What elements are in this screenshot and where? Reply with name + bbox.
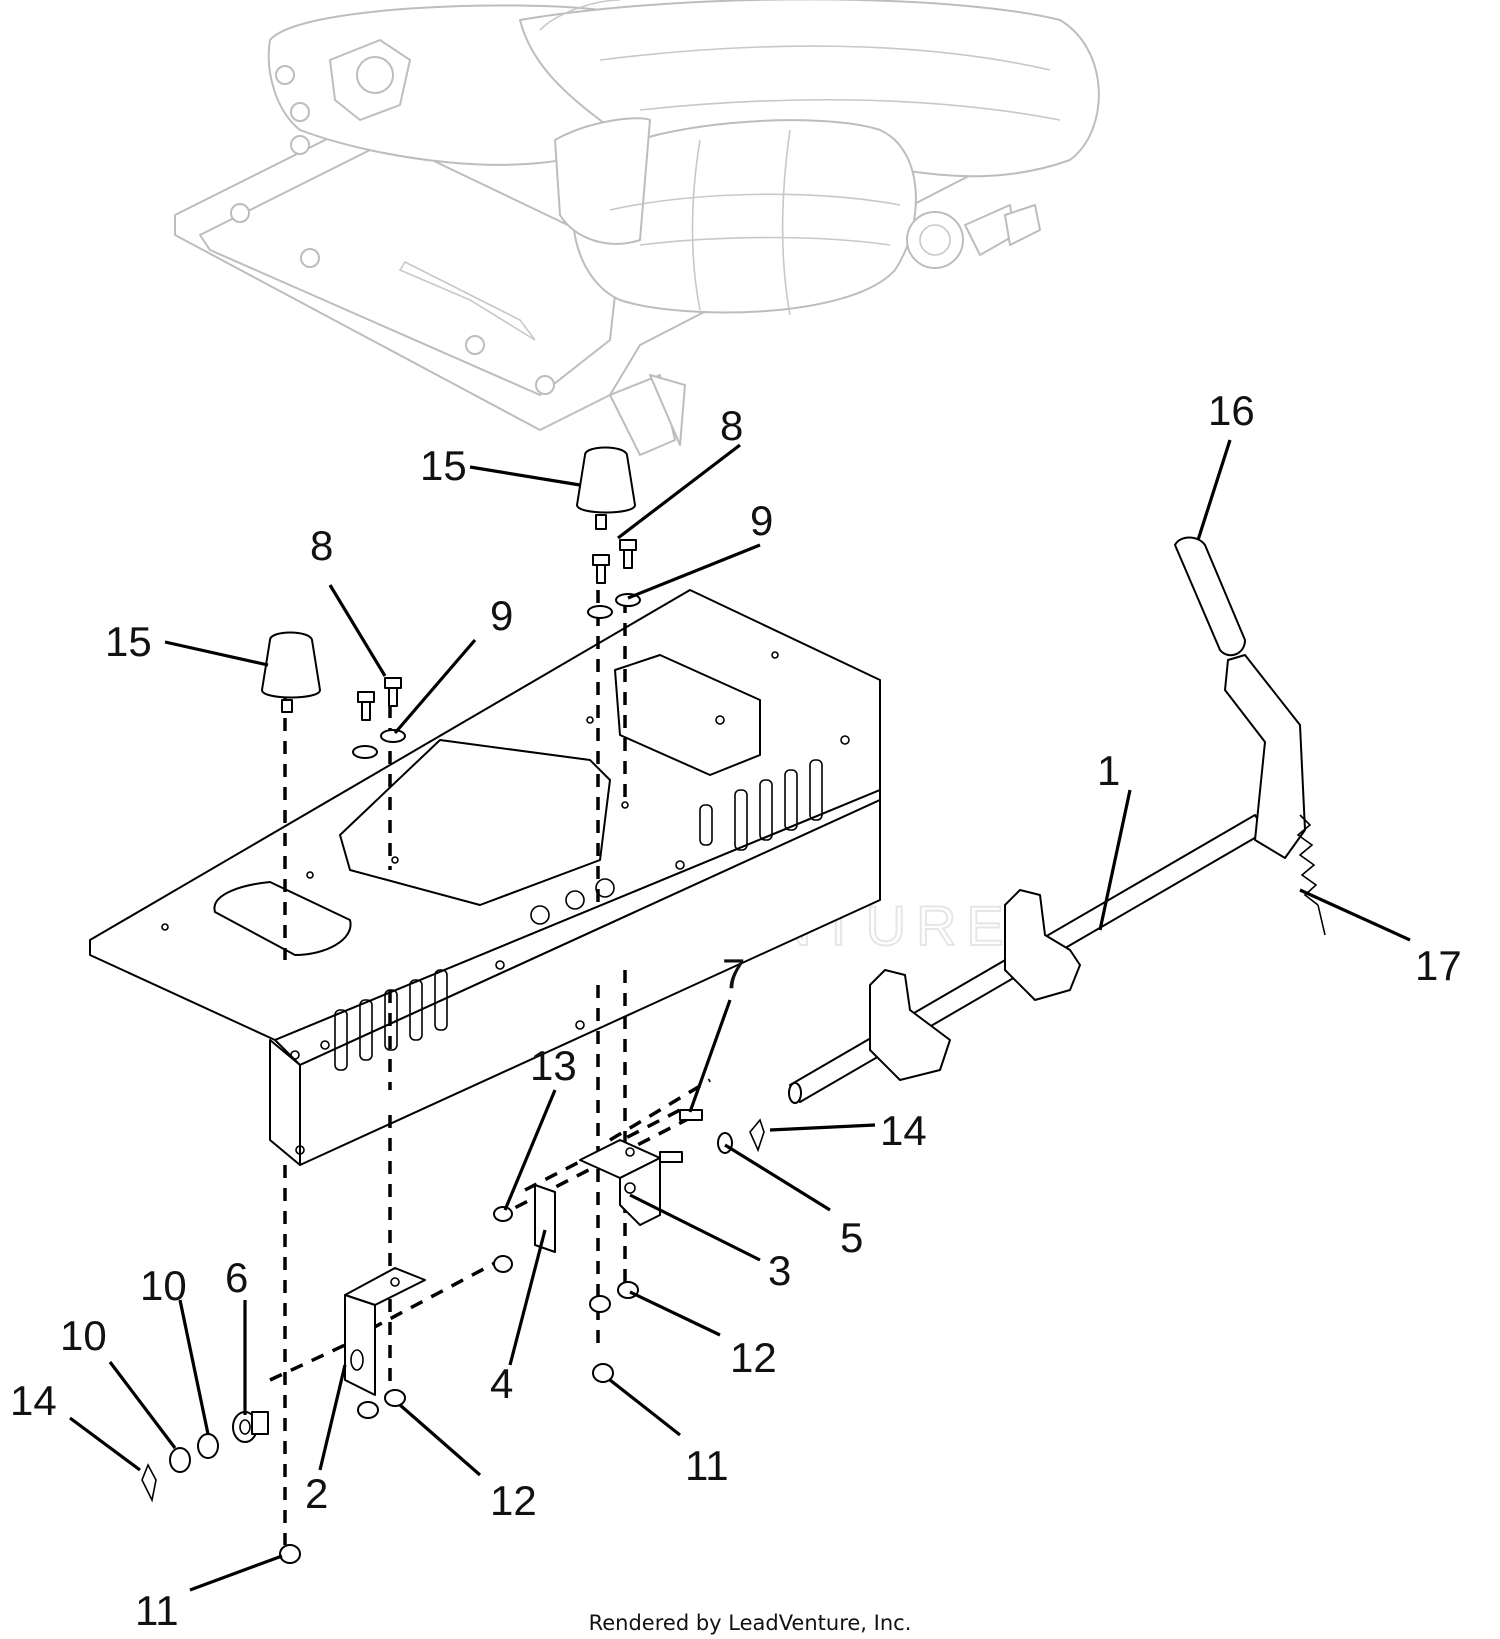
callout-6: 6 xyxy=(225,1254,248,1301)
callout-2: 2 xyxy=(305,1470,328,1517)
callout-13: 13 xyxy=(530,1042,577,1089)
callout-10-lower: 10 xyxy=(60,1312,107,1359)
callout-17: 17 xyxy=(1415,942,1462,989)
callout-8-right: 8 xyxy=(720,402,743,449)
bolts-washers-left xyxy=(352,677,406,759)
callout-7: 7 xyxy=(722,950,745,997)
callout-15-right: 15 xyxy=(420,442,467,489)
bumper-right xyxy=(576,446,636,530)
callout-4: 4 xyxy=(490,1360,513,1407)
callout-8-left: 8 xyxy=(310,522,333,569)
bolts-washers-right xyxy=(587,539,641,619)
bracket-part-2 xyxy=(344,1267,426,1396)
callout-9-left: 9 xyxy=(490,592,513,639)
callout-14-left: 14 xyxy=(10,1377,57,1424)
callout-10-upper: 10 xyxy=(140,1262,187,1309)
callouts: 1 2 3 4 5 6 7 8 8 9 9 10 10 11 11 12 12 … xyxy=(10,387,1462,1634)
callout-12-left: 12 xyxy=(490,1477,537,1524)
callout-5: 5 xyxy=(840,1214,863,1261)
callout-12-right: 12 xyxy=(730,1334,777,1381)
callout-9-right: 9 xyxy=(750,497,773,544)
hardware xyxy=(141,1109,765,1564)
bumper-left xyxy=(261,631,321,713)
callout-15-left: 15 xyxy=(105,618,152,665)
bracket-part-3 xyxy=(579,1139,661,1226)
callout-3: 3 xyxy=(768,1247,791,1294)
footer-credit: Rendered by LeadVenture, Inc. xyxy=(589,1611,912,1635)
leader-lines xyxy=(69,439,1411,1592)
callout-11-left: 11 xyxy=(135,1587,179,1634)
frame-plate xyxy=(89,589,881,1166)
seat-assembly xyxy=(174,0,1100,456)
callout-16: 16 xyxy=(1208,387,1255,434)
callout-14-right: 14 xyxy=(880,1107,927,1154)
callout-1: 1 xyxy=(1097,747,1120,794)
callout-11-right: 11 xyxy=(685,1442,729,1489)
lift-lever-assembly xyxy=(788,536,1326,1104)
plate-part-4 xyxy=(534,1184,556,1253)
